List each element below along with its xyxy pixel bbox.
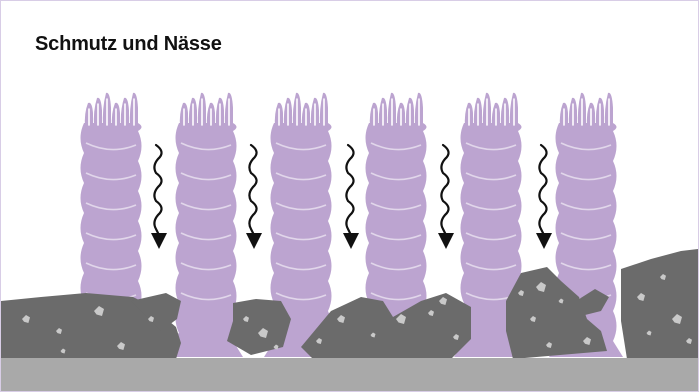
page-title: Schmutz und Nässe [35, 33, 222, 56]
dirt-clump-3 [227, 299, 291, 355]
dirt-clump-7 [621, 249, 698, 359]
moisture-arrow-1 [151, 145, 167, 249]
floor-base [1, 358, 698, 391]
moisture-arrow-2 [246, 145, 262, 249]
moisture-arrow-5 [536, 145, 552, 249]
carpet-fiber-2 [169, 93, 243, 357]
moisture-arrow-3 [343, 145, 359, 249]
moisture-arrow-4 [438, 145, 454, 249]
